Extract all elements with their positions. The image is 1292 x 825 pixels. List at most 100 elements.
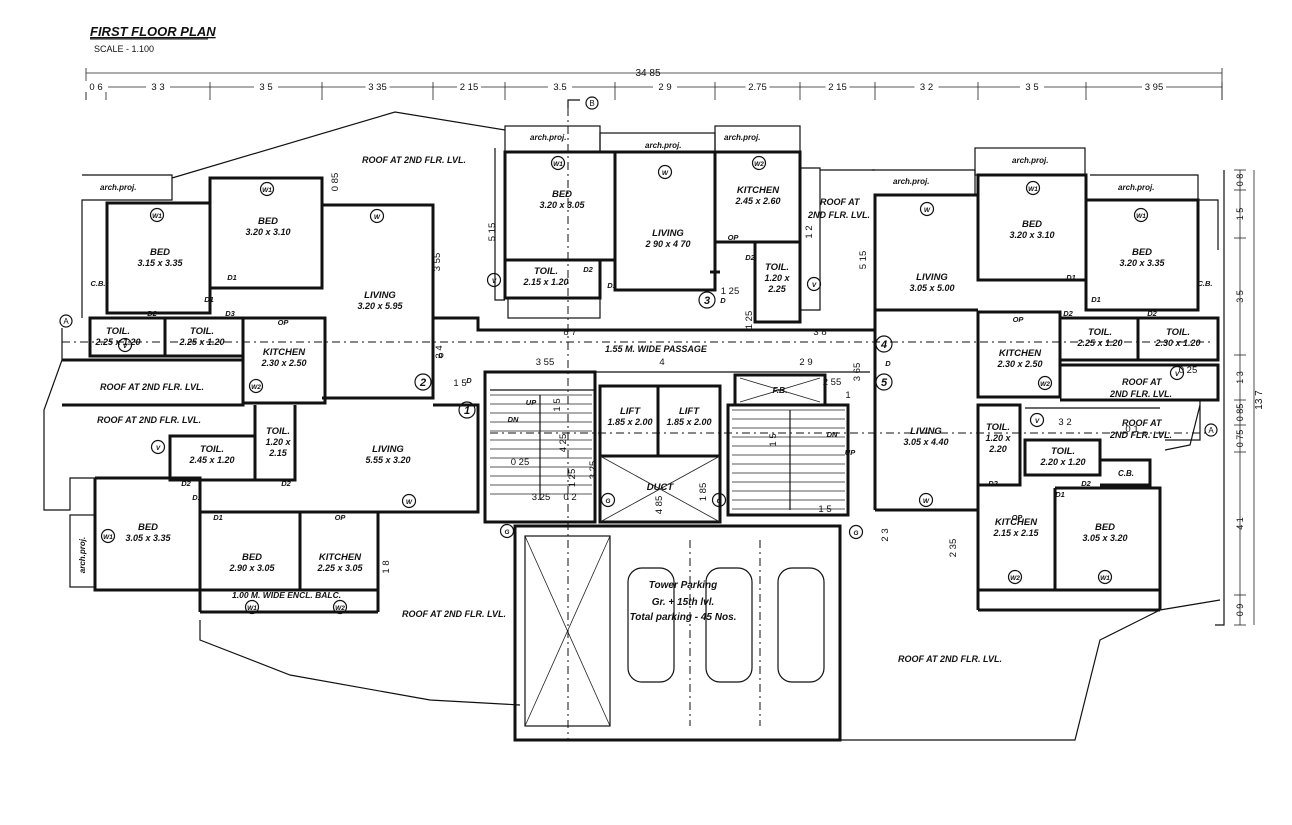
top-dimension-8: 2 15 <box>828 82 847 93</box>
grid-marker-2: 2 <box>419 377 426 389</box>
room-toil-i-size-2: 2.20 <box>988 444 1007 454</box>
room-toil-d-label: TOIL. <box>266 426 290 437</box>
inner-dimension-h19: 0 25 <box>511 457 530 468</box>
plan-title: FIRST FLOOR PLAN <box>90 24 216 39</box>
svg-text:Total parking - 45 Nos.: Total parking - 45 Nos. <box>630 612 737 623</box>
tag-d2-p19: D2 <box>1147 309 1157 318</box>
passage-note: 1.55 M. WIDE PASSAGE <box>605 344 708 354</box>
room-lift-2-label: LIFT <box>679 406 700 417</box>
room-toil-d-size-2: 2.15 <box>268 448 288 458</box>
section-marker-a-right: A <box>1204 423 1218 437</box>
room-bed-d-label: BED <box>242 552 262 563</box>
tag-w2-18: W2 <box>1040 381 1050 388</box>
inner-dimension-18: 3 25 <box>588 461 599 480</box>
parking-label: Tower Parking Gr. + 15th lvl. Total park… <box>630 580 737 623</box>
tag-op-p26: OP <box>1012 513 1024 522</box>
right-dimension-1: 1 5 <box>1235 208 1245 221</box>
grid-marker-4: 4 <box>880 339 887 351</box>
tag-v-14: V <box>492 278 497 285</box>
room-kitchen-e-label: KITCHEN <box>995 517 1038 528</box>
room-bed-a-label: BED <box>150 247 170 258</box>
svg-text:A: A <box>63 317 69 326</box>
room-living-d-label: LIVING <box>916 272 948 283</box>
parking-block <box>513 524 842 742</box>
room-lift-1-size: 1.85 x 2.00 <box>607 417 652 427</box>
tag-d2-p25: D2 <box>1081 479 1091 488</box>
inner-dimension-h14: 2 55 <box>823 377 842 388</box>
tag-cb-p32: C.B. <box>1198 279 1213 288</box>
room-toil-f-size-2: 2.25 <box>767 284 787 294</box>
right-overall-dimension: 13 7 <box>1254 390 1265 410</box>
room-living-c-size: 2 90 x 4 70 <box>644 239 690 249</box>
tag-w-6: W <box>406 499 413 506</box>
roof-note-7a: ROOF AT <box>1122 377 1163 387</box>
section-marker-a-left: A <box>59 314 73 328</box>
tag-d3-p3: D3 <box>225 309 235 318</box>
svg-text:Gr. + 15th lvl.: Gr. + 15th lvl. <box>652 597 715 608</box>
room-toil-e-label: TOIL. <box>534 266 558 277</box>
roof-note-4: ROOF AT 2ND FLR. LVL. <box>402 609 506 619</box>
top-dimension-0: 0 6 <box>89 82 102 93</box>
tag-d1-p10: D1 <box>213 513 223 522</box>
roof-note-7b: 2ND FLR. LVL. <box>1109 389 1172 399</box>
room-toil-j-size: 2.20 x 1.20 <box>1039 457 1085 467</box>
plan-scale: SCALE - 1.100 <box>94 44 154 54</box>
tag-d-p6: D <box>466 376 472 385</box>
tag-d2-p7: D2 <box>181 479 191 488</box>
tag-d1-p13: D1 <box>607 281 617 290</box>
tag-up-p27: UP <box>526 398 537 407</box>
tag-w1-0: W1 <box>152 213 162 220</box>
roof-note-6a: ROOF AT <box>820 197 861 207</box>
core-walls <box>433 316 875 524</box>
svg-text:A: A <box>1208 426 1214 435</box>
inner-dimension-h23: 0 2 <box>563 492 576 503</box>
inner-dimension-11: 5 15 <box>858 251 869 270</box>
roof-note-1: ROOF AT 2ND FLR. LVL. <box>362 155 466 165</box>
tag-w1-16: W1 <box>1028 186 1038 193</box>
right-dimension-7: 0 9 <box>1235 604 1245 617</box>
room-toil-f-label: TOIL. <box>765 262 789 273</box>
arch-proj-2: arch.proj. <box>530 133 566 142</box>
svg-text:B: B <box>589 99 594 108</box>
tag-w1-17: W1 <box>1136 213 1146 220</box>
tag-d1-p8: D1 <box>192 493 202 502</box>
inner-dimension-h30: 0 25 <box>1179 365 1198 376</box>
balcony-note: 1.00 M. WIDE ENCL. BALC. <box>232 590 341 600</box>
grid-marker-3: 3 <box>704 295 710 307</box>
inner-dimension-h32: 1 5 <box>818 504 831 515</box>
inner-dimension-h5: 8 7 <box>563 327 576 338</box>
room-lift-2-size: 1.85 x 2.00 <box>666 417 711 427</box>
room-toil-g-label: TOIL. <box>1088 327 1112 338</box>
room-kitchen-c-size: 2.45 x 2.60 <box>734 196 780 206</box>
inner-dimension-26: 4 85 <box>654 496 665 515</box>
room-toil-a-label: TOIL. <box>106 326 130 337</box>
tag-op-p21: OP <box>1013 315 1025 324</box>
inner-dimension-21: 4 25 <box>558 434 569 453</box>
tag-w-2: W <box>374 214 381 221</box>
right-dimension-3: 1 3 <box>1235 371 1245 384</box>
room-kitchen-c-label: KITCHEN <box>737 185 780 196</box>
right-dimension-0: 0 8 <box>1235 174 1245 187</box>
inner-dimension-20: 1 5 <box>768 433 779 446</box>
room-toil-i-size: 1.20 x <box>985 433 1011 443</box>
room-bed-d-size: 2.90 x 3.05 <box>228 563 275 573</box>
arch-proj-8: arch.proj. <box>78 537 87 573</box>
tag-w-21: W <box>923 498 930 505</box>
tag-g-27: G <box>853 530 858 537</box>
tag-g-24: G <box>504 529 509 536</box>
room-living-c-label: LIVING <box>652 228 684 239</box>
top-dimension-2: 3 5 <box>259 82 272 93</box>
top-dimension-1: 3 3 <box>151 82 164 93</box>
arch-proj-3: arch.proj. <box>645 141 681 150</box>
room-toil-h-label: TOIL. <box>1166 327 1190 338</box>
tag-w1-23: W1 <box>1100 575 1110 582</box>
tag-w2-3: W2 <box>251 384 261 391</box>
arch-proj-6: arch.proj. <box>1012 156 1048 165</box>
inner-dimension-lift-gap: 1 25 <box>721 286 740 297</box>
roof-note-8a: ROOF AT <box>1122 418 1163 428</box>
tag-dn-p28: DN <box>508 415 519 424</box>
tag-v-19: V <box>1175 371 1180 378</box>
room-living-e-size: 3.05 x 4.40 <box>903 437 948 447</box>
tag-op-p11: OP <box>335 513 347 522</box>
